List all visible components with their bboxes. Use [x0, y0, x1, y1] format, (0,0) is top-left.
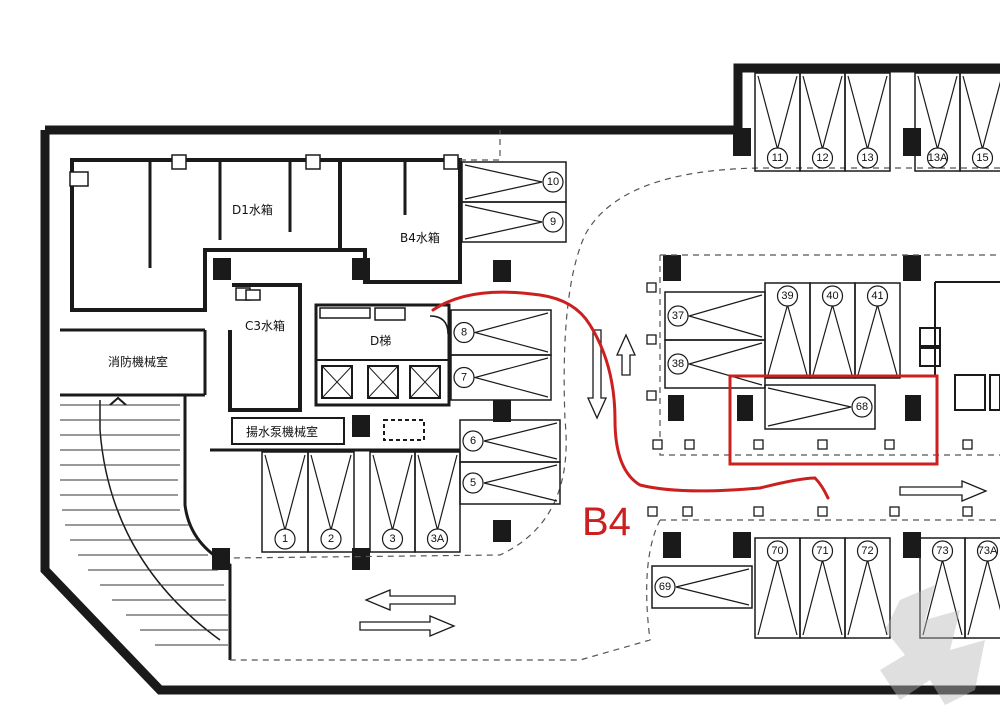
stall-41-number: 41 [871, 290, 883, 302]
stall-39-number: 39 [781, 290, 793, 302]
stall-9: 9 [461, 201, 567, 243]
stall-38-number: 38 [672, 358, 684, 370]
stall-6-number: 6 [470, 435, 476, 447]
stall-1: 1 [261, 451, 309, 553]
stall-73-number: 73 [936, 545, 948, 557]
arrow-down-icon [586, 329, 608, 420]
stall-11-number: 11 [772, 152, 783, 164]
stall-13A: 13A [914, 72, 961, 172]
stall-69: 69 [651, 565, 753, 609]
stall-3A-number: 3A [431, 533, 445, 545]
stall-37-number: 37 [672, 310, 684, 322]
d1-tank-label: D1水箱 [232, 202, 273, 217]
direction-arrows [359, 329, 988, 637]
stall-73: 73 [919, 537, 966, 639]
stall-68-number: 68 [856, 401, 868, 413]
highlight-box [728, 374, 939, 466]
stall-3-number: 3 [389, 533, 395, 545]
wall-fixtures [69, 154, 459, 301]
stall-37: 37 [664, 291, 766, 341]
stall-11: 11 [754, 72, 801, 172]
arrow-left-icon [364, 589, 456, 611]
stall-71: 71 [799, 537, 846, 639]
stall-69-number: 69 [659, 581, 671, 593]
stall-71-number: 71 [816, 545, 828, 557]
stall-10-number: 10 [547, 176, 559, 188]
stall-7: 7 [450, 354, 552, 401]
stall-7-number: 7 [461, 372, 467, 384]
stall-2-number: 2 [328, 533, 334, 545]
stall-15-number: 15 [976, 152, 988, 164]
stall-73A-number: 73A [978, 545, 998, 557]
floor-label: B4 [582, 500, 631, 544]
stall-8-number: 8 [461, 327, 467, 339]
route-path [431, 290, 830, 500]
driveway-lines [229, 130, 1000, 661]
c3-tank-label: C3水箱 [245, 318, 285, 333]
d-stair-label: D梯 [370, 334, 391, 348]
stall-13A-number: 13A [928, 152, 948, 164]
fire-room-label: 消防機械室 [108, 354, 168, 369]
stall-8: 8 [450, 309, 552, 356]
arrow-up-icon [615, 333, 637, 376]
stall-13-number: 13 [861, 152, 873, 164]
outer-walls [40, 63, 1000, 695]
stall-12-number: 12 [816, 152, 828, 164]
stall-5: 5 [459, 461, 561, 505]
watermark [880, 585, 985, 705]
stall-15: 15 [959, 72, 1000, 172]
arrow-right-icon-2 [899, 480, 988, 502]
stall-5-number: 5 [470, 477, 476, 489]
arrow-right-icon [359, 615, 456, 637]
stall-3A: 3A [414, 451, 461, 553]
pillars [212, 128, 921, 570]
stall-68: 68 [764, 384, 876, 430]
stall-13: 13 [844, 72, 891, 172]
stall-73A: 73A [964, 537, 1000, 639]
stall-40-number: 40 [826, 290, 838, 302]
pump-room [210, 417, 460, 452]
stall-6: 6 [459, 419, 561, 463]
tank-rooms [70, 158, 462, 412]
spiral-ramp [60, 393, 232, 660]
stall-3: 3 [369, 451, 416, 553]
b4-tank-label: B4水箱 [400, 230, 440, 245]
stall-9-number: 9 [550, 216, 556, 228]
stall-41: 41 [854, 282, 901, 379]
stall-38: 38 [664, 339, 766, 389]
stall-70-number: 70 [771, 545, 783, 557]
stall-2: 2 [307, 451, 355, 553]
d-stair [314, 303, 451, 407]
stall-1-number: 1 [282, 533, 288, 545]
column-markers [646, 282, 973, 517]
pump-room-label: 揚水泵機械室 [246, 424, 318, 439]
right-stair [919, 281, 1000, 411]
stall-12: 12 [799, 72, 846, 172]
stall-40: 40 [809, 282, 856, 379]
stall-72: 72 [844, 537, 891, 639]
stall-70: 70 [754, 537, 801, 639]
stall-72-number: 72 [861, 545, 873, 557]
stall-39: 39 [764, 282, 811, 379]
stall-10: 10 [461, 161, 567, 203]
